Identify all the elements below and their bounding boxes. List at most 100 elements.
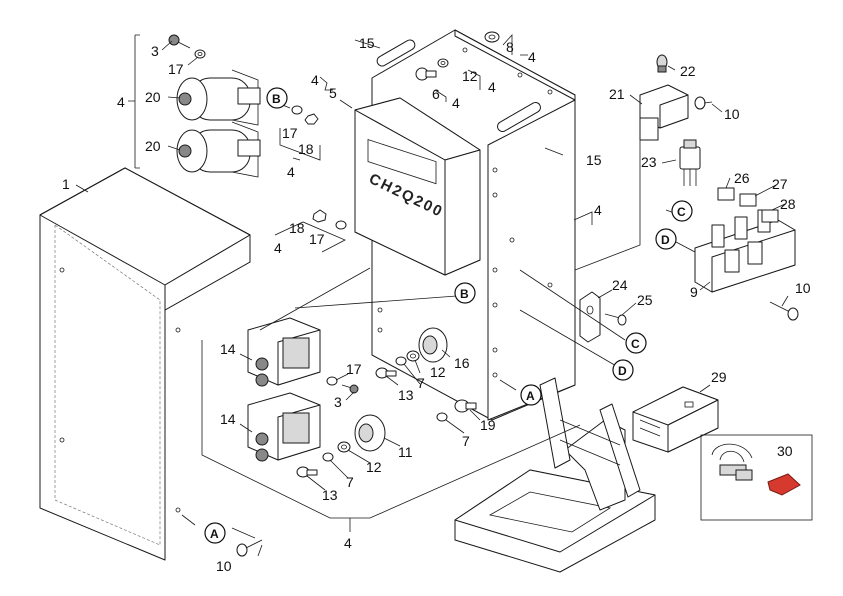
callout-4-near-5: 4 xyxy=(311,72,319,88)
marker-b-upper: B xyxy=(266,87,288,109)
rod-part-15-top xyxy=(376,39,416,67)
callout-9: 9 xyxy=(690,284,698,300)
marker-c-fuse: C xyxy=(671,200,693,222)
callout-4-left: 4 xyxy=(117,94,125,110)
callout-4-near-6: 4 xyxy=(452,95,460,111)
damper-part-11 xyxy=(354,414,386,452)
svg-text:A: A xyxy=(526,389,535,403)
callout-17-top: 17 xyxy=(168,61,184,77)
screw-part-10-top xyxy=(694,96,713,110)
contactor-upper-part-20 xyxy=(176,69,261,126)
bracket-part-21 xyxy=(639,84,689,141)
marker-d-panel: D xyxy=(612,359,634,381)
relay-upper-part-14 xyxy=(247,317,321,387)
callout-29: 29 xyxy=(711,369,727,385)
bolt-part-13-lower xyxy=(296,466,318,478)
callout-30: 30 xyxy=(777,443,793,459)
callout-labels: 1 3 17 4 20 20 17 18 4 18 17 4 15 8 4 12… xyxy=(62,35,811,574)
callout-4-bottom: 4 xyxy=(344,535,352,551)
lamp-part-22 xyxy=(656,54,668,73)
callout-24: 24 xyxy=(612,277,628,293)
washer-part-8 xyxy=(484,31,500,43)
callout-4-top-right: 4 xyxy=(528,49,536,65)
callout-13-lower: 13 xyxy=(322,487,338,503)
callout-17-middle: 17 xyxy=(309,231,325,247)
marker-a-panel: A xyxy=(520,384,542,406)
callout-26: 26 xyxy=(734,170,750,186)
callout-12-middle: 12 xyxy=(430,364,446,380)
chassis-frame xyxy=(454,377,656,573)
svg-text:D: D xyxy=(661,233,670,247)
washer-part-12-middle xyxy=(406,350,420,362)
washer-part-7-right xyxy=(436,412,448,422)
callout-1: 1 xyxy=(62,176,70,192)
washer-part-17-top xyxy=(194,49,206,59)
callout-10-top: 10 xyxy=(724,106,740,122)
contactor-lower-part-20 xyxy=(176,121,261,178)
screw-part-10-bottom xyxy=(236,539,263,557)
washer-part-7-lower xyxy=(322,452,334,462)
marker-c-panel: C xyxy=(625,332,647,354)
callout-23: 23 xyxy=(641,154,657,170)
callout-12-lower: 12 xyxy=(366,459,382,475)
callout-7-lower: 7 xyxy=(346,474,354,490)
callout-14-lower: 14 xyxy=(220,411,236,427)
callout-25: 25 xyxy=(637,292,653,308)
callout-18-middle: 18 xyxy=(289,220,305,236)
washer-part-7-upper xyxy=(395,356,407,366)
callout-3-middle: 3 xyxy=(334,394,342,410)
callout-22: 22 xyxy=(680,63,696,79)
callout-8: 8 xyxy=(506,39,514,55)
marker-b-panel: B xyxy=(454,282,476,304)
screw-part-3-middle xyxy=(341,384,359,394)
callout-15-top: 15 xyxy=(359,35,375,51)
charger-part-29 xyxy=(632,386,719,453)
callout-27: 27 xyxy=(772,176,788,192)
screw-part-10-right xyxy=(769,301,799,321)
bolt-part-19 xyxy=(454,399,477,413)
washer-part-17-middle xyxy=(326,376,338,386)
callout-19: 19 xyxy=(480,417,496,433)
switch-part-23 xyxy=(679,139,701,186)
svg-text:C: C xyxy=(677,205,686,219)
callout-16: 16 xyxy=(454,355,470,371)
svg-text:A: A xyxy=(210,527,219,541)
bolt-part-6 xyxy=(415,67,437,81)
callout-11: 11 xyxy=(398,444,413,460)
rod-part-15-middle xyxy=(497,102,541,132)
screw-part-3-top xyxy=(168,34,191,49)
callout-12-top: 12 xyxy=(462,68,478,84)
svg-text:D: D xyxy=(618,364,627,378)
callout-10-right: 10 xyxy=(795,280,811,296)
callout-17-right: 17 xyxy=(282,125,298,141)
marker-a-bottom: A xyxy=(204,522,226,544)
callout-4-near-12: 4 xyxy=(488,79,496,95)
relay-lower-part-14 xyxy=(247,392,321,462)
callout-7-upper: 7 xyxy=(417,375,425,391)
callout-4-middle-group: 4 xyxy=(274,240,282,256)
callout-17-lower: 17 xyxy=(346,361,362,377)
callout-13-upper: 13 xyxy=(398,387,414,403)
callout-7-right: 7 xyxy=(462,433,470,449)
bolt-part-13-upper xyxy=(375,367,397,379)
callout-15-middle: 15 xyxy=(586,152,602,168)
svg-text:B: B xyxy=(272,92,281,106)
callout-14-upper: 14 xyxy=(220,341,236,357)
fuse-holder-part-9 xyxy=(694,209,796,293)
callout-20-upper: 20 xyxy=(145,89,161,105)
callout-3-top: 3 xyxy=(151,43,159,59)
side-panel-part-1 xyxy=(39,167,251,561)
washer-nut-18-17-middle xyxy=(312,209,347,230)
callout-4-right-group: 4 xyxy=(287,164,295,180)
fuse-part-28 xyxy=(761,209,779,223)
bolt-part-25 xyxy=(604,313,627,326)
damper-part-16 xyxy=(418,327,448,363)
svg-text:B: B xyxy=(460,287,469,301)
callout-5: 5 xyxy=(329,85,337,101)
control-box-part-5: CH2Q200 xyxy=(354,97,481,276)
fuse-part-27 xyxy=(739,193,757,207)
washer-nut-17-18-right xyxy=(291,105,319,125)
fuse-part-26 xyxy=(717,187,735,201)
callout-28: 28 xyxy=(780,196,796,212)
